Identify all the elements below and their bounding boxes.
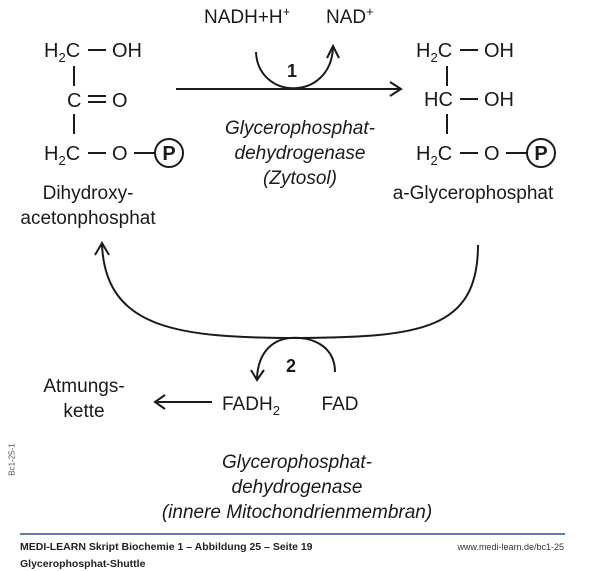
enzyme2-line2: dehydrogenase xyxy=(232,477,363,498)
enzyme1-line3: (Zytosol) xyxy=(263,168,337,189)
respiratory-chain-line1: Atmungs- xyxy=(43,376,124,397)
return-arc xyxy=(94,241,479,340)
return-arc-path xyxy=(101,244,479,340)
left-row2-carbon: C xyxy=(67,90,81,112)
right-row1-carbon: H2C xyxy=(416,40,452,65)
left-row3-carbon: H2C xyxy=(44,143,80,168)
nadh-label: NADH+H+ xyxy=(204,4,290,28)
right-row2-carbon: HC xyxy=(424,89,453,111)
left-row2-group: O xyxy=(112,90,128,112)
footer-rule xyxy=(20,533,565,535)
dihydroxyacetone-phosphate-structure: H2C OH C O H2C O P Dihydroxy- acetonphos… xyxy=(20,40,184,229)
right-row3-oxygen: O xyxy=(484,143,500,165)
right-row3-carbon: H2C xyxy=(416,143,452,168)
left-phosphate-label: P xyxy=(162,143,175,165)
enzyme1-line2: dehydrogenase xyxy=(235,143,366,164)
footer-subtitle: Glycerophosphat-Shuttle xyxy=(20,558,146,570)
arrowhead-icon xyxy=(389,81,403,97)
fad-label: FAD xyxy=(322,394,359,415)
arrowhead-icon xyxy=(326,43,340,59)
cofactor-arc-arrow xyxy=(255,47,334,90)
enzyme1-line1: Glycerophosphat- xyxy=(225,118,375,139)
arrowhead-icon xyxy=(94,241,110,256)
glycerophosphate-structure: H2C OH HC OH H2C O P a-Glycerophosphat xyxy=(393,40,556,204)
arrowhead-icon xyxy=(250,369,265,382)
phosphate-circle-icon xyxy=(526,138,556,168)
right-phosphate-label: P xyxy=(534,143,547,165)
reaction-1: NADH+H+ NAD+ 1 Glycerophosphat- dehydrog… xyxy=(176,4,403,189)
footer-title: MEDI-LEARN Skript Biochemie 1 – Abbildun… xyxy=(20,541,313,553)
nad-label: NAD+ xyxy=(326,4,374,28)
footer-url-link[interactable]: www.medi-learn.de/bc1-25 xyxy=(457,542,564,552)
enzyme2-line3: (innere Mitochondrienmembran) xyxy=(162,502,432,523)
right-row2-group: OH xyxy=(484,89,514,111)
phosphate-circle-icon xyxy=(154,138,184,168)
fadh2-label: FADH2 xyxy=(222,394,280,418)
reaction-number-1: 1 xyxy=(287,61,297,81)
enzyme2-line1: Glycerophosphat- xyxy=(222,452,372,473)
left-row3-oxygen: O xyxy=(112,143,128,165)
reaction-2: 2 FAD FADH2 Atmungs- kette Glycerophosph… xyxy=(43,336,432,523)
respiratory-chain-line2: kette xyxy=(63,401,104,422)
left-row1-group: OH xyxy=(112,40,142,62)
fad-arc-arrow xyxy=(256,336,336,379)
arrowhead-icon xyxy=(153,394,166,410)
right-row1-group: OH xyxy=(484,40,514,62)
figure-code: Bc1-25-1 xyxy=(7,443,17,476)
left-molecule-name-line2: acetonphosphat xyxy=(20,208,156,229)
left-row1-carbon: H2C xyxy=(44,40,80,65)
left-molecule-name-line1: Dihydroxy- xyxy=(43,183,134,204)
right-molecule-name: a-Glycerophosphat xyxy=(393,183,554,204)
reaction-number-2: 2 xyxy=(286,356,296,376)
